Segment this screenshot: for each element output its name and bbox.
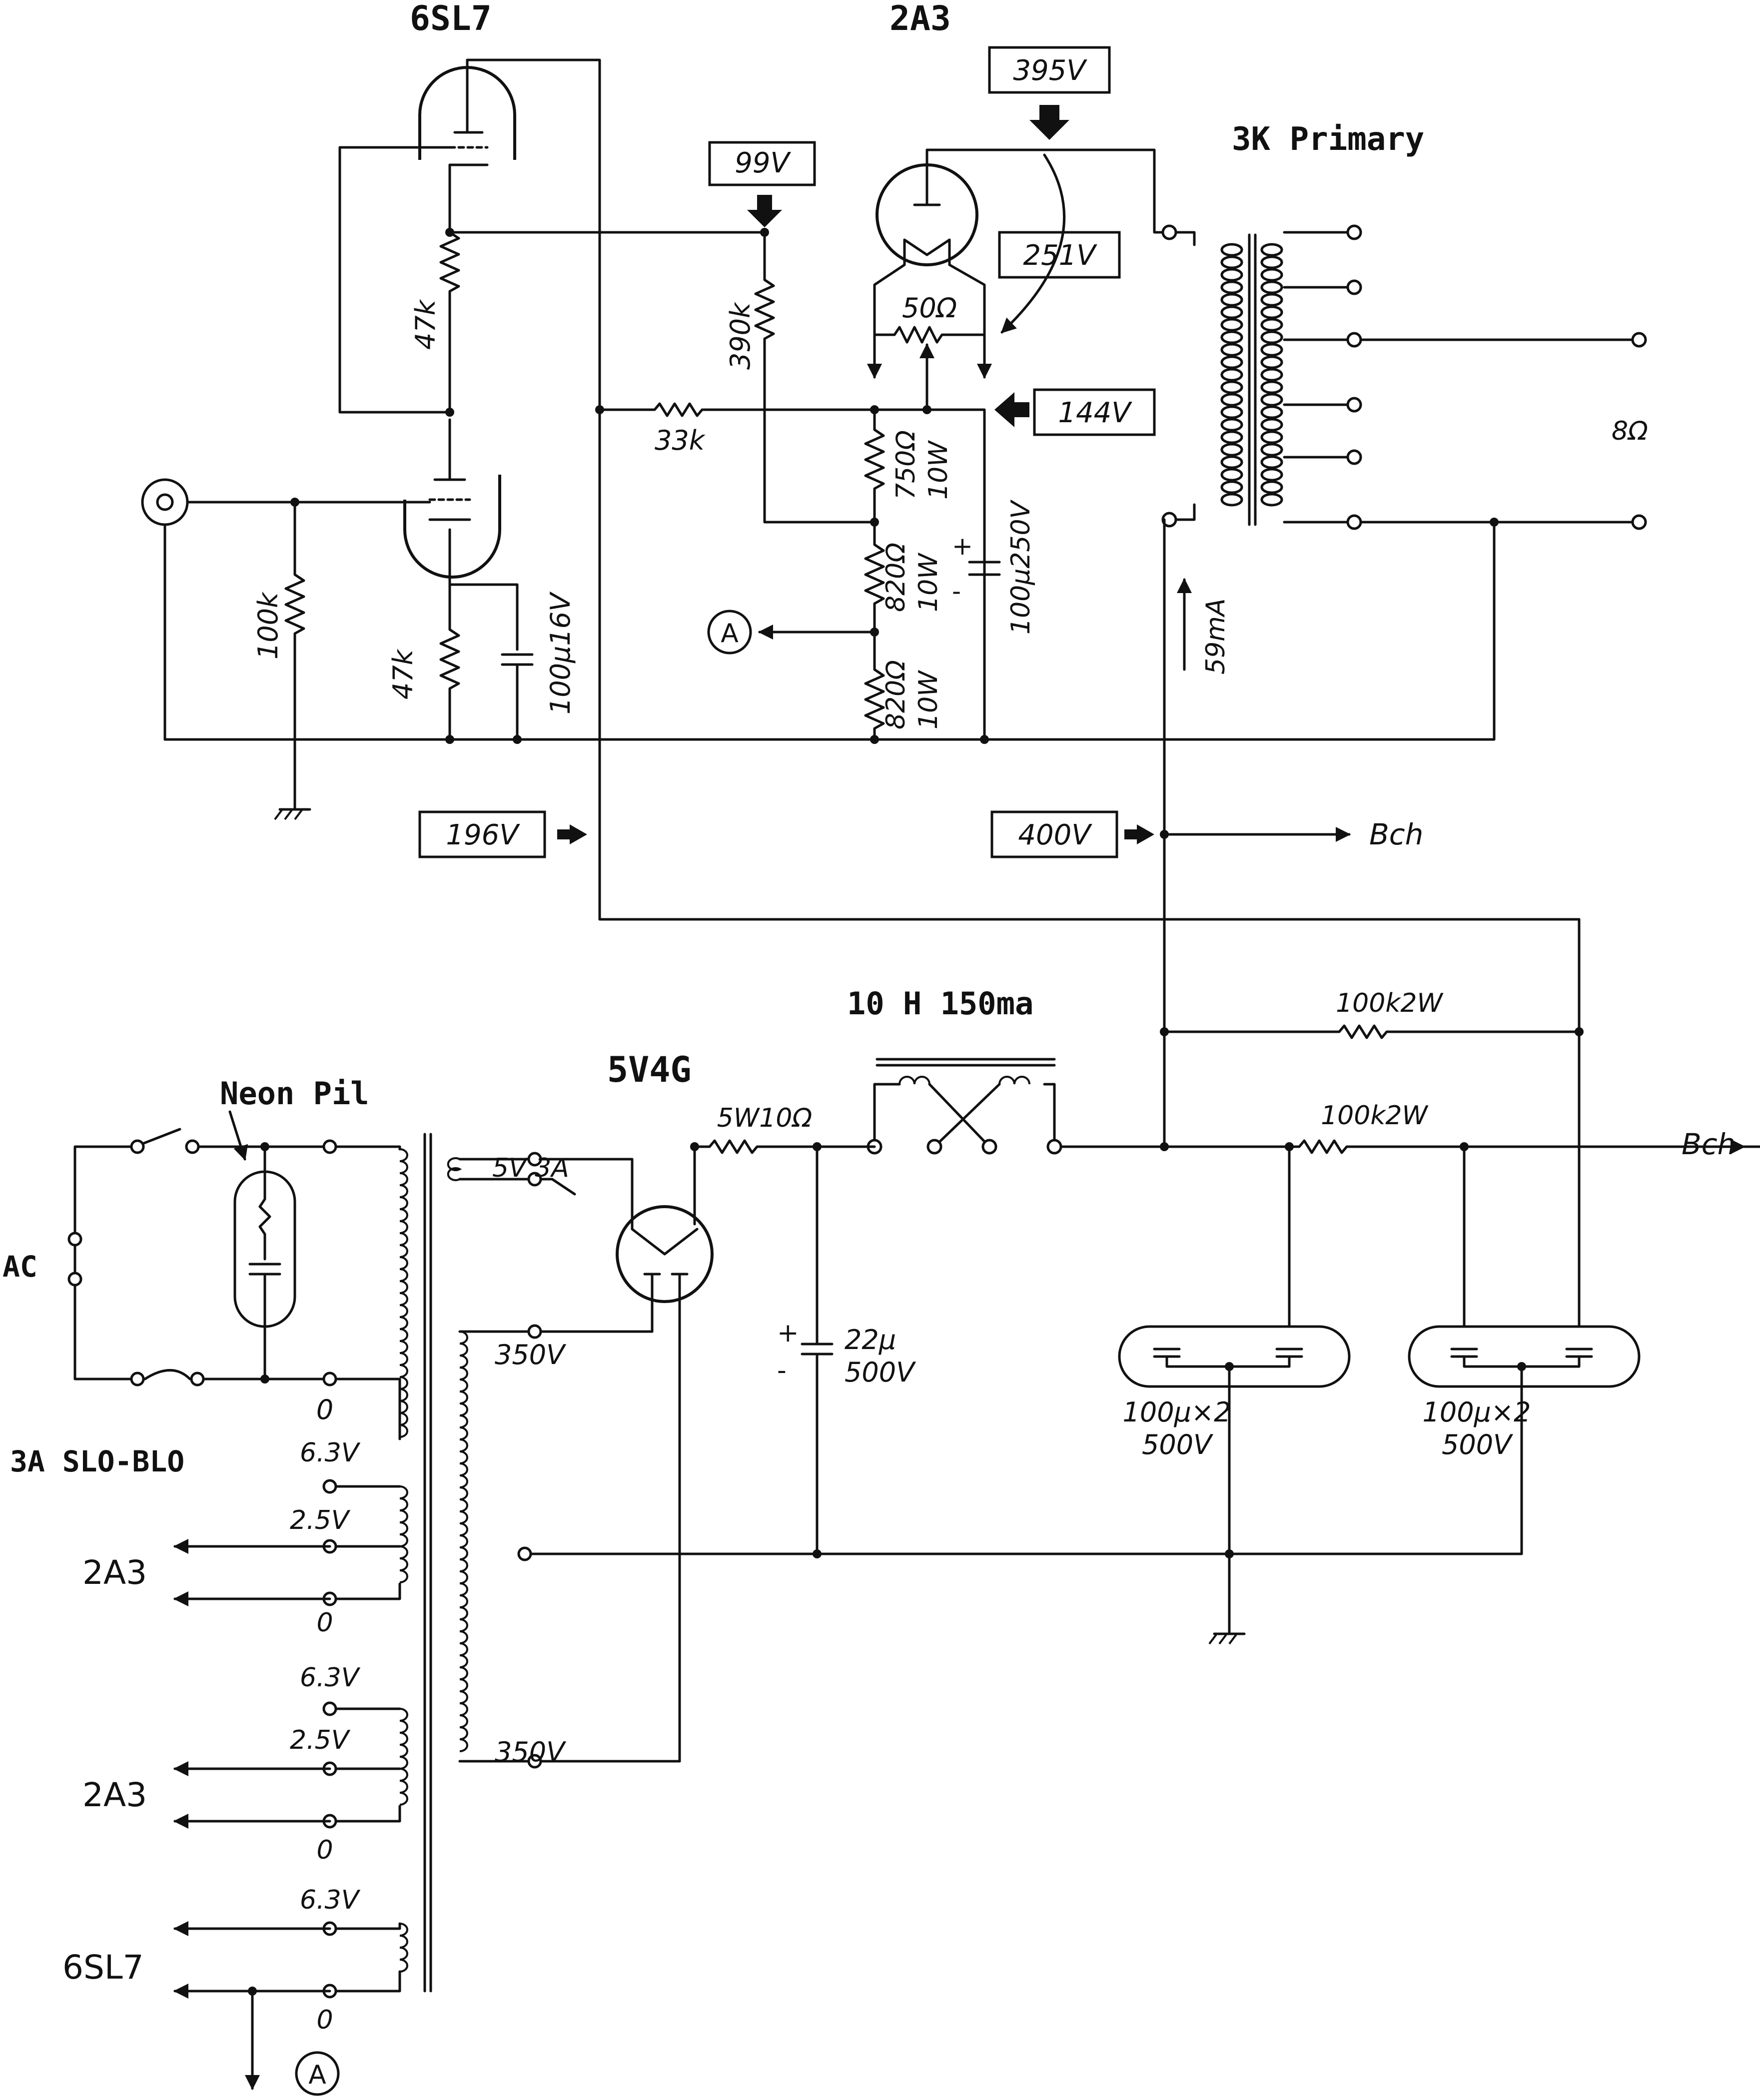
w2-tube-label: 2A3 (82, 1776, 147, 1814)
r820b-label: 820Ω (881, 660, 911, 729)
w1-zero-label: 0 (316, 1608, 333, 1638)
6sl7-lower-triode (403, 418, 501, 579)
r5w-label: 5W10Ω (717, 1103, 813, 1133)
c-cathode-label: 100μ16V (545, 591, 576, 714)
r100k2w-a-label: 100k2W (1336, 988, 1444, 1018)
tube-label-5v4g: 5V4G (607, 1049, 692, 1090)
neon-label: Neon Pil (220, 1075, 369, 1112)
v144-label: 144V (1058, 397, 1132, 429)
transformer-label: 3K Primary (1232, 121, 1424, 158)
c-block1-value: 100μ×2 (1122, 1397, 1231, 1428)
w3-zero-label: 0 (316, 2005, 333, 2035)
r390k-label: 390k (725, 301, 756, 370)
w2-high-label: 6.3V (300, 1663, 361, 1693)
c-block1-voltage: 500V (1142, 1429, 1214, 1460)
fuse-label: 3A SLO-BLO (10, 1444, 184, 1478)
v395-label: 395V (1013, 54, 1087, 87)
v99-label: 99V (735, 147, 791, 179)
r100k2w-b-label: 100k2W (1321, 1101, 1429, 1131)
c22-value: 22μ (845, 1324, 896, 1356)
hv-bottom-label: 350V (495, 1736, 567, 1768)
choke-label: 10 H 150ma (847, 985, 1033, 1022)
svg-text:-: - (777, 1356, 787, 1386)
r50-label: 50Ω (902, 292, 957, 324)
r47k-bottom-label: 47k (387, 648, 419, 700)
c-block2-voltage: 500V (1442, 1429, 1514, 1460)
v400-label: 400V (1018, 819, 1092, 851)
w1-high-label: 6.3V (300, 1438, 361, 1468)
6sl7-upper-triode (418, 58, 516, 166)
w1-tube-label: 2A3 (82, 1553, 147, 1592)
power-transformer (399, 1133, 536, 1993)
svg-text:+: + (952, 532, 973, 561)
c-bypass-label: 100μ250V (1006, 499, 1036, 635)
v196-label: 196V (446, 819, 520, 851)
tube-label-2a3: 2A3 (889, 0, 951, 38)
bch-label-1: Bch (1369, 817, 1423, 851)
2a3-tube (876, 148, 978, 266)
c22-voltage: 500V (845, 1357, 916, 1388)
ac-label: AC (2, 1250, 37, 1284)
w3-high-label: 6.3V (300, 1885, 361, 1915)
svg-text:+: + (777, 1318, 799, 1348)
output-transformer (1161, 224, 1647, 530)
5v4g-tube (616, 1205, 714, 1763)
svg-text:-: - (952, 577, 961, 606)
r820a-w-label: 10W (913, 552, 943, 612)
r820b-w-label: 10W (913, 670, 943, 729)
hv-top-label: 350V (495, 1339, 567, 1371)
c-block2-value: 100μ×2 (1422, 1397, 1531, 1428)
r820a-label: 820Ω (881, 543, 911, 612)
primary-zero-label: 0 (316, 1394, 333, 1425)
w3-tube-label: 6SL7 (62, 1948, 144, 1987)
node-a2-label: A (308, 2060, 326, 2090)
r47k-top-label: 47k (410, 298, 441, 350)
w2-mid-label: 2.5V (290, 1725, 351, 1755)
node-a-label: A (721, 619, 739, 649)
r33k-label: 33k (655, 425, 706, 456)
current-label: 59mA (1201, 599, 1231, 675)
choke (867, 1058, 1062, 1155)
r750-w-label: 10W (923, 440, 953, 500)
w2-zero-label: 0 (316, 1835, 333, 1865)
tube-label-6sl7: 6SL7 (410, 0, 492, 38)
r750-label: 750Ω (891, 430, 921, 500)
r100k-label: 100k (252, 591, 284, 660)
bch-label-2: Bch (1682, 1127, 1736, 1161)
w1-mid-label: 2.5V (290, 1505, 351, 1535)
rect-fil-label: 5V 3A (492, 1153, 569, 1183)
load-label: 8Ω (1612, 416, 1648, 446)
